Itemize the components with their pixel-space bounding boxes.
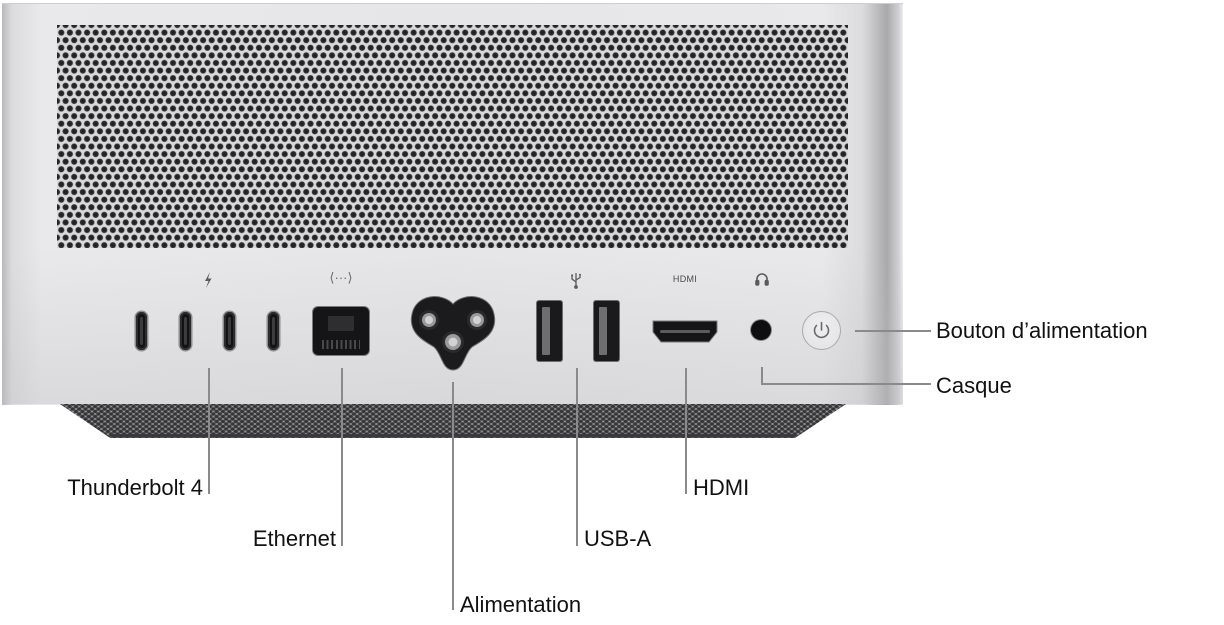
hdmi-text-icon: HDMI <box>672 274 698 284</box>
thunderbolt-port-2[interactable] <box>180 312 191 350</box>
ventilation-grille <box>57 25 848 248</box>
leader-line-ethernet <box>341 368 343 546</box>
leader-line-headphones <box>761 383 931 385</box>
leader-line-thunderbolt <box>208 368 210 494</box>
power-button[interactable] <box>802 311 841 350</box>
ethernet-port[interactable] <box>313 307 369 355</box>
usb-a-port-1[interactable] <box>537 301 562 361</box>
headphone-jack[interactable] <box>751 320 771 340</box>
thunderbolt-icon <box>201 271 215 289</box>
power-icon <box>813 321 830 339</box>
label-hdmi: HDMI <box>693 475 750 500</box>
leader-line-power-button <box>855 330 931 332</box>
leader-line-headphones-vertical <box>761 367 763 384</box>
headphones-icon <box>754 271 770 287</box>
leader-line-usb <box>576 368 578 546</box>
label-usb-a: USB-A <box>584 526 652 551</box>
thunderbolt-port-4[interactable] <box>268 312 279 350</box>
label-power-button: Bouton d’alimentation <box>936 318 1148 343</box>
hdmi-port[interactable] <box>651 320 719 343</box>
leader-line-power <box>452 382 454 610</box>
thunderbolt-port-1[interactable] <box>136 312 147 350</box>
ethernet-icon: ⟨···⟩ <box>329 270 353 285</box>
usb-a-port-2[interactable] <box>594 301 619 361</box>
power-inlet[interactable] <box>402 292 504 372</box>
label-headphones: Casque <box>936 373 1012 398</box>
label-power: Alimentation <box>460 592 582 617</box>
leader-line-hdmi <box>685 368 687 494</box>
label-thunderbolt: Thunderbolt 4 <box>67 475 203 500</box>
label-ethernet: Ethernet <box>252 526 336 551</box>
usb-icon <box>569 271 583 289</box>
thunderbolt-port-3[interactable] <box>224 312 235 350</box>
